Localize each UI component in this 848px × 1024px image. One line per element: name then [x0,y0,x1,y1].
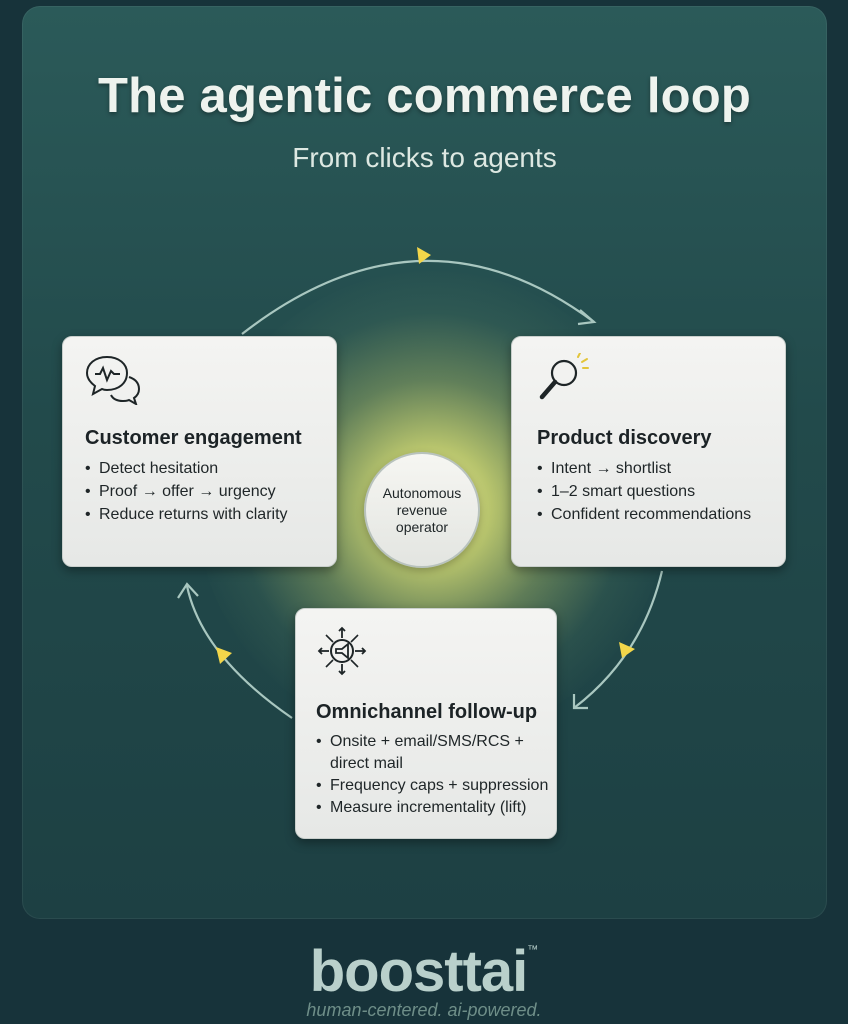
arrow-marker-right [619,642,635,658]
arrowhead-left [177,582,199,599]
hub-circle: Autonomous revenue operator [364,452,480,568]
arrow-followup-to-engagement [185,585,293,719]
magnifier-icon [539,352,589,400]
card-omnichannel-followup: Omnichannel follow-up Onsite + email/SMS… [295,608,557,839]
page-title: The agentic commerce loop [97,69,752,123]
list-item: Reduce returns with clarity [85,503,288,526]
card-bullets: Intent → shortlist 1–2 smart questions C… [537,457,751,526]
list-item: Measure incrementality (lift) [316,797,552,819]
page-subtitle: From clicks to agents [292,142,557,173]
card-title: Omnichannel follow-up [316,701,538,723]
brand-tagline: human-centered. ai-powered. [306,1000,542,1020]
arrowhead-top-right [577,309,597,326]
card-title: Customer engagement [85,427,302,449]
logo-wordmark: boosttai [309,939,529,1004]
chat-bubbles-icon [85,355,141,407]
arrowhead-bottom-right [572,694,588,710]
arrow-marker-left [216,647,232,664]
megaphone-icon [317,626,367,676]
list-item: Proof → offer → urgency [85,480,288,503]
diagram-panel: The agentic commerce loop From clicks to… [22,6,827,919]
list-item: Onsite + email/SMS/RCS + direct mail [316,731,530,775]
arrow-engagement-to-discovery [241,259,595,335]
card-title: Product discovery [537,427,712,449]
card-customer-engagement: Customer engagement Detect hesitation Pr… [62,336,337,567]
trademark-symbol: ™ [527,944,539,956]
list-item: Frequency caps + suppression [316,775,552,797]
arrow-marker-top [417,247,431,264]
card-bullets: Onsite + email/SMS/RCS + direct mail Fre… [316,731,552,819]
card-product-discovery: Product discovery Intent → shortlist 1–2… [511,336,786,567]
card-bullets: Detect hesitation Proof → offer → urgenc… [85,457,288,526]
brand-logo: boosttai™ [0,938,848,1005]
loop-arrows [177,247,664,719]
list-item: Detect hesitation [85,457,288,480]
list-item: 1–2 smart questions [537,480,751,503]
hub-label: Autonomous revenue operator [382,484,462,535]
list-item: Confident recommendations [537,503,751,526]
arrow-discovery-to-followup [573,570,664,709]
list-item: Intent → shortlist [537,457,751,480]
